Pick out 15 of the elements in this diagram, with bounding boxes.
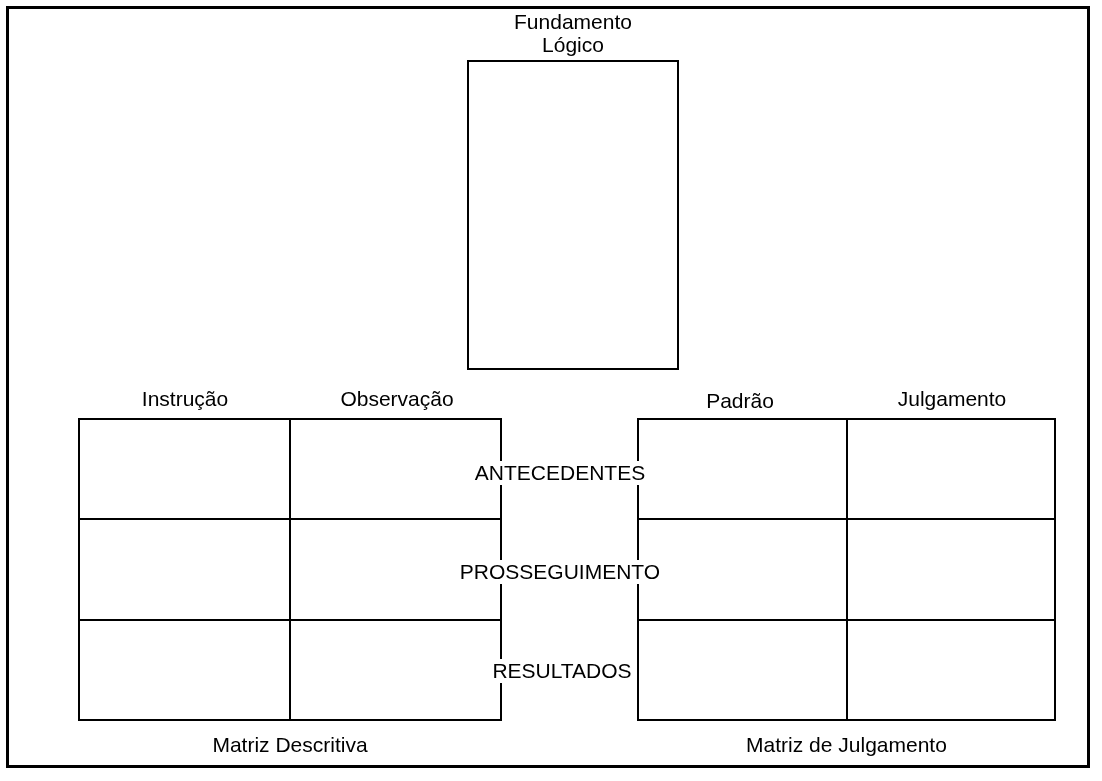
column-heading: Observação: [339, 387, 455, 411]
matrix-caption: Matriz de Julgamento: [745, 733, 948, 757]
column-heading: Padrão: [705, 389, 775, 413]
matrix-cell: [79, 419, 290, 520]
matrix-cell: [846, 419, 1055, 520]
matrix-caption: Matriz Descritiva: [211, 733, 369, 757]
matrix-cell: [79, 619, 290, 720]
column-heading: Julgamento: [896, 387, 1008, 411]
matrix-cell: [638, 619, 847, 720]
matrix-cell: [846, 519, 1055, 620]
matrix-cell: [846, 619, 1055, 720]
matrix-cell: [79, 519, 290, 620]
row-label: ANTECEDENTES: [472, 461, 648, 485]
box-heading: Fundamento Lógico: [513, 10, 633, 56]
column-heading: Instrução: [140, 387, 230, 411]
